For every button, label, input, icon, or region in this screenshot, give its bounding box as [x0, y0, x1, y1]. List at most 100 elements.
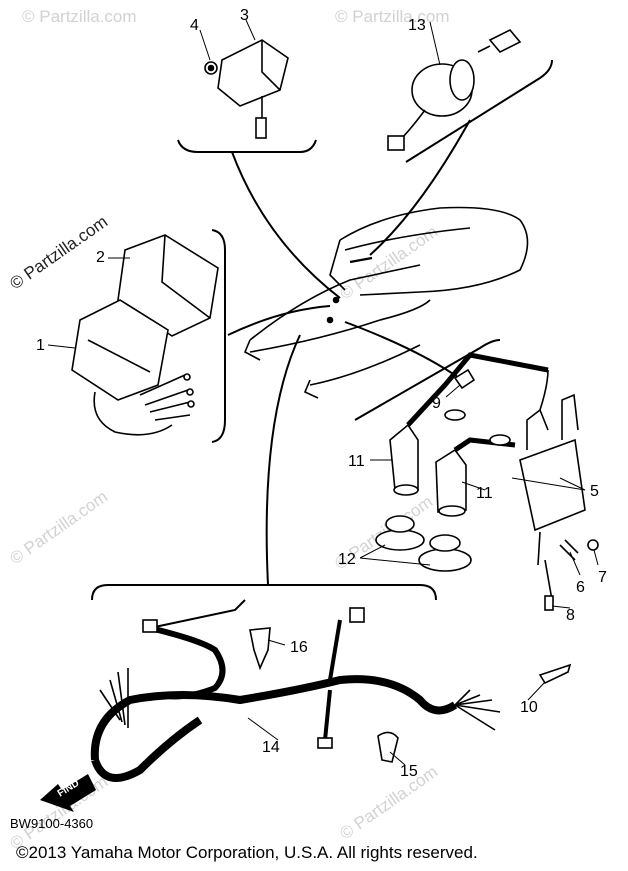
harness-leads-right — [454, 689, 501, 731]
group-brackets — [91, 59, 553, 601]
plug-cover-1-top — [385, 515, 415, 533]
coil-washer — [587, 539, 599, 551]
part-band — [249, 627, 271, 671]
callout-14: 14 — [262, 739, 280, 756]
lead-terminal — [183, 373, 191, 381]
lead-grommet — [444, 409, 466, 421]
part-relay — [204, 39, 289, 139]
mount-point — [332, 296, 340, 304]
harness-lead-top — [149, 599, 246, 629]
frame-seat — [243, 206, 529, 399]
frame-end-left — [243, 339, 261, 361]
callout-16: 16 — [290, 639, 308, 656]
relay-body — [217, 39, 289, 107]
lead-terminal — [186, 388, 194, 396]
key-blade — [477, 45, 491, 53]
coil-top-left — [526, 408, 549, 450]
part-electric-units — [71, 234, 219, 436]
callout-15: 15 — [400, 763, 418, 780]
harness-branch-down — [323, 689, 332, 741]
callout-line-3 — [245, 19, 256, 41]
callout-4: 4 — [190, 17, 199, 34]
watermark: © Partzilla.com — [335, 7, 450, 26]
callout-line-12 — [359, 544, 431, 566]
relay-edge — [261, 40, 281, 91]
callout-numbers: 1 2 3 4 5 6 7 8 9 10 11 11 12 13 14 15 1… — [36, 7, 607, 780]
part-clip — [377, 731, 399, 763]
coil-wire — [537, 531, 541, 566]
harness-connector — [349, 607, 365, 623]
part-ignition — [375, 352, 599, 611]
part-wire-harness — [90, 599, 572, 782]
leader-lines — [227, 119, 471, 586]
callout-line-8 — [551, 605, 571, 609]
watermark: © Partzilla.com — [6, 772, 111, 853]
bracket-right — [354, 339, 501, 421]
callout-13: 13 — [408, 17, 426, 34]
callout-12: 12 — [338, 551, 356, 568]
callout-6: 6 — [576, 579, 585, 596]
unit-1-groove — [87, 339, 151, 373]
plug-lead-a — [406, 352, 549, 427]
frame-rail-under — [309, 344, 421, 386]
callout-line-10 — [527, 681, 546, 701]
callout-line-7 — [593, 549, 599, 566]
harness-connector — [317, 737, 333, 749]
unit-1-leads — [139, 374, 191, 421]
plug-cover-2 — [418, 548, 472, 572]
bracket-left — [211, 229, 226, 443]
callout-line-15 — [389, 751, 406, 766]
ground-terminal — [544, 595, 554, 611]
bracket-top-center — [177, 139, 317, 153]
frame-end-right — [303, 379, 319, 399]
callout-2: 2 — [96, 249, 105, 266]
leader-bottom — [265, 334, 301, 586]
plug-cover-2-top — [429, 534, 461, 552]
callout-11: 11 — [476, 485, 493, 502]
callout-line-11b — [461, 481, 486, 491]
callout-line-14 — [247, 717, 279, 741]
callout-8: 8 — [566, 607, 575, 624]
frame-rail-lower — [249, 299, 431, 353]
callout-line-4 — [199, 29, 211, 61]
callout-line-13 — [429, 21, 441, 66]
switch-connector — [387, 135, 405, 151]
callout-line-5 — [511, 477, 586, 491]
plug-cover-1 — [375, 529, 425, 551]
coil-bolt — [559, 539, 579, 561]
coil-ground-wire — [544, 559, 553, 601]
lead-terminal — [187, 400, 195, 408]
callout-line-1 — [47, 344, 76, 349]
callout-1: 1 — [36, 337, 45, 354]
cap-end — [393, 484, 419, 496]
watermarks: © Partzilla.com © Partzilla.com © Partzi… — [6, 7, 449, 853]
seat-outline — [339, 206, 529, 296]
switch-face — [449, 59, 475, 101]
copyright-notice: ©2013 Yamaha Motor Corporation, U.S.A. A… — [16, 843, 478, 862]
part-main-switch — [387, 29, 522, 151]
plug-cap-1 — [389, 423, 419, 491]
relay-connector — [255, 117, 267, 139]
leader-top-center — [231, 151, 341, 299]
ignition-key — [488, 29, 522, 53]
harness-branch-up — [328, 619, 342, 681]
mount-point — [326, 316, 334, 324]
pointer-arrow — [349, 256, 373, 264]
part-tie — [538, 663, 572, 685]
coil-top-right — [561, 393, 579, 440]
arrow-icon — [40, 774, 96, 812]
callout-line-6 — [569, 551, 581, 576]
coil-lead-left — [539, 369, 549, 411]
callout-9: 9 — [432, 395, 441, 412]
lead-grommet — [489, 434, 511, 446]
harness-lower — [91, 716, 203, 782]
cap-end — [438, 505, 466, 517]
harness-connector — [142, 619, 158, 633]
watermark: © Partzilla.com — [6, 487, 111, 568]
leader-left — [227, 305, 331, 336]
watermark: © Partzilla.com — [336, 762, 441, 843]
plug-cap-2 — [435, 448, 467, 513]
callout-line-9 — [445, 384, 461, 398]
